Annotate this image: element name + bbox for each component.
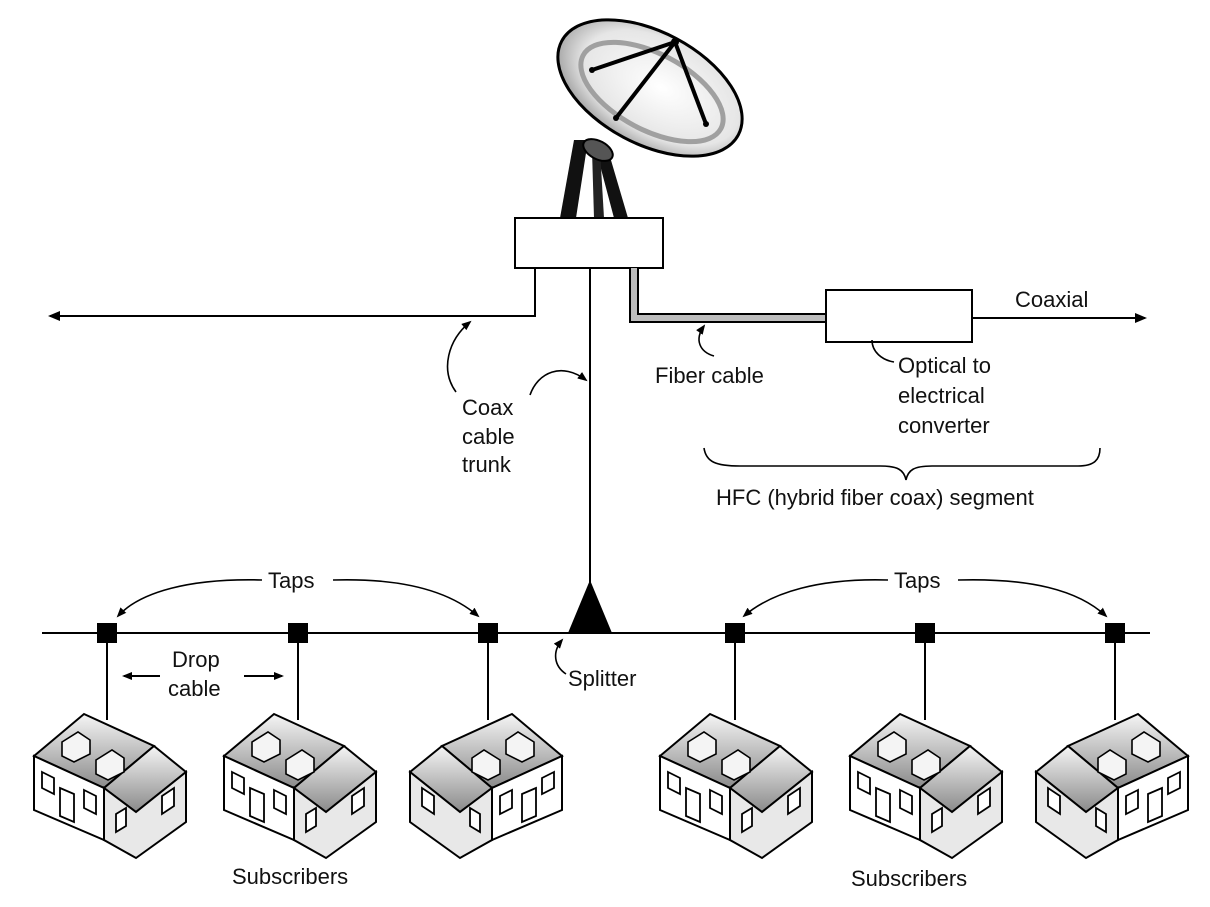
coaxial-label: Coaxial	[1015, 287, 1088, 312]
converter-label: Optical to electrical converter	[898, 353, 991, 438]
drop-cable-label: Drop cable	[168, 647, 221, 701]
splitter-label: Splitter	[568, 666, 636, 691]
converter-callout	[871, 339, 895, 363]
tap	[1105, 623, 1125, 643]
house-icon	[223, 713, 377, 859]
taps-right-arc	[957, 578, 1108, 618]
svg-text:electrical: electrical	[898, 383, 985, 408]
fiber-cable	[629, 268, 826, 323]
svg-text:Optical to: Optical to	[898, 353, 991, 378]
tap	[97, 623, 117, 643]
fiber-callout	[696, 324, 715, 357]
subscriber-houses-right	[659, 713, 1189, 859]
subscriber-houses-left	[33, 713, 563, 859]
taps-left-label: Taps	[268, 568, 314, 593]
splitter-callout	[553, 638, 567, 675]
svg-text:cable: cable	[168, 676, 221, 701]
taps-left-arc	[332, 578, 480, 618]
hfc-segment-label: HFC (hybrid fiber coax) segment	[716, 485, 1034, 510]
taps-left	[97, 623, 498, 643]
svg-text:converter: converter	[898, 413, 990, 438]
svg-text:cable: cable	[462, 424, 515, 449]
satellite-dish-icon	[556, 18, 744, 218]
hfc-segment-brace	[703, 447, 1101, 481]
optical-electrical-converter-box	[825, 289, 973, 343]
taps-right	[725, 623, 1125, 643]
svg-text:trunk: trunk	[462, 452, 512, 477]
tap	[288, 623, 308, 643]
fiber-cable-label: Fiber cable	[655, 363, 764, 388]
taps-left-arc	[116, 579, 263, 618]
coax-cable-left	[48, 268, 536, 321]
tap	[725, 623, 745, 643]
subscribers-left-label: Subscribers	[232, 864, 348, 889]
svg-text:Coax: Coax	[462, 395, 513, 420]
house-icon	[409, 713, 563, 859]
coax-trunk-label: Coax cable trunk	[462, 395, 515, 477]
headend-box	[514, 217, 664, 269]
tap	[478, 623, 498, 643]
trunk-callout	[529, 369, 588, 396]
svg-text:Drop: Drop	[172, 647, 220, 672]
drop-cables	[106, 643, 1116, 720]
subscribers-right-label: Subscribers	[851, 866, 967, 891]
taps-right-label: Taps	[894, 568, 940, 593]
house-icon	[1035, 713, 1189, 859]
tap	[915, 623, 935, 643]
house-icon	[849, 713, 1003, 859]
taps-right-arc	[742, 579, 889, 618]
splitter-icon	[568, 580, 612, 633]
house-icon	[33, 713, 187, 859]
coax-trunk-callout	[446, 320, 472, 393]
house-icon	[659, 713, 813, 859]
